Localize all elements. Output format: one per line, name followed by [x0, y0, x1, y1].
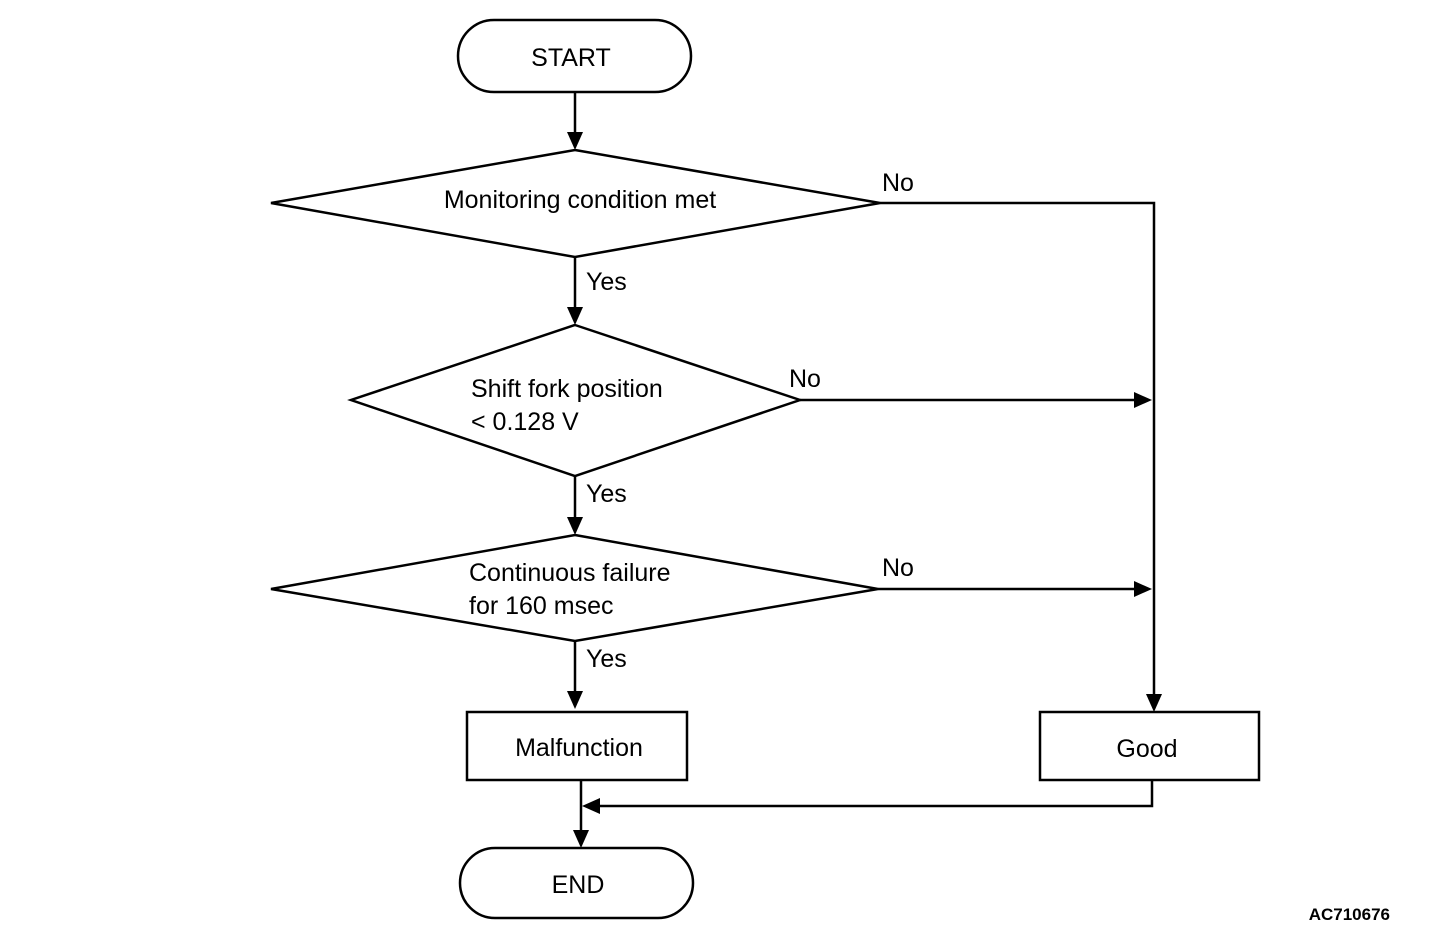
decision-continuous: Continuous failure for 160 msec — [270, 533, 879, 643]
decision-continuous-shape — [270, 533, 879, 643]
process-good-label: Good — [1116, 735, 1177, 763]
edge-good-to-end — [598, 780, 1154, 808]
process-good: Good — [1038, 710, 1261, 782]
branch-label-shift-fork-yes: Yes — [586, 480, 627, 508]
start-label: START — [531, 44, 611, 72]
branch-label-continuous-no: No — [882, 554, 914, 582]
arrowhead-down-shift-fork — [567, 307, 583, 325]
process-good-shape — [1038, 710, 1261, 782]
decision-shift-fork: Shift fork position < 0.128 V — [347, 323, 804, 478]
connectors — [573, 92, 1156, 832]
decision-shift-fork-line-1: Shift fork position — [471, 375, 663, 403]
branch-label-continuous-yes: Yes — [586, 645, 627, 673]
arrowhead-down-malfunction — [567, 691, 583, 709]
decision-monitoring-label: Monitoring condition met — [444, 186, 716, 214]
edge-monitoring-no — [880, 201, 1156, 696]
arrowhead-down-good — [1146, 694, 1162, 712]
arrowhead-right-shift-fork-no — [1134, 392, 1152, 408]
decision-continuous-line-2: for 160 msec — [469, 592, 614, 620]
branch-label-monitoring-no: No — [882, 169, 914, 197]
arrowhead-down-monitoring — [567, 132, 583, 150]
process-malfunction: Malfunction — [465, 710, 689, 782]
figure-id: AC710676 — [1309, 905, 1390, 924]
end-terminator: END — [458, 846, 695, 920]
arrowhead-down-end — [573, 830, 589, 848]
branch-label-shift-fork-no: No — [789, 365, 821, 393]
process-malfunction-shape — [465, 710, 689, 782]
branch-label-monitoring-yes: Yes — [586, 268, 627, 296]
process-malfunction-label: Malfunction — [515, 734, 643, 762]
branch-labels: No Yes No Yes No Yes — [586, 169, 914, 673]
start-shape — [456, 18, 693, 94]
decision-shift-fork-line-2: < 0.128 V — [471, 408, 579, 436]
decision-monitoring-shape — [270, 148, 881, 259]
decision-monitoring: Monitoring condition met — [270, 148, 881, 259]
start-terminator: START — [456, 18, 693, 94]
decision-continuous-line-1: Continuous failure — [469, 559, 671, 587]
end-label: END — [552, 871, 605, 899]
arrowhead-right-continuous-no — [1134, 581, 1152, 597]
end-shape — [458, 846, 695, 920]
arrowhead-down-continuous — [567, 517, 583, 535]
arrowheads — [567, 132, 1162, 848]
decision-shift-fork-shape — [347, 323, 804, 478]
arrowhead-left-good-to-end — [582, 798, 600, 814]
